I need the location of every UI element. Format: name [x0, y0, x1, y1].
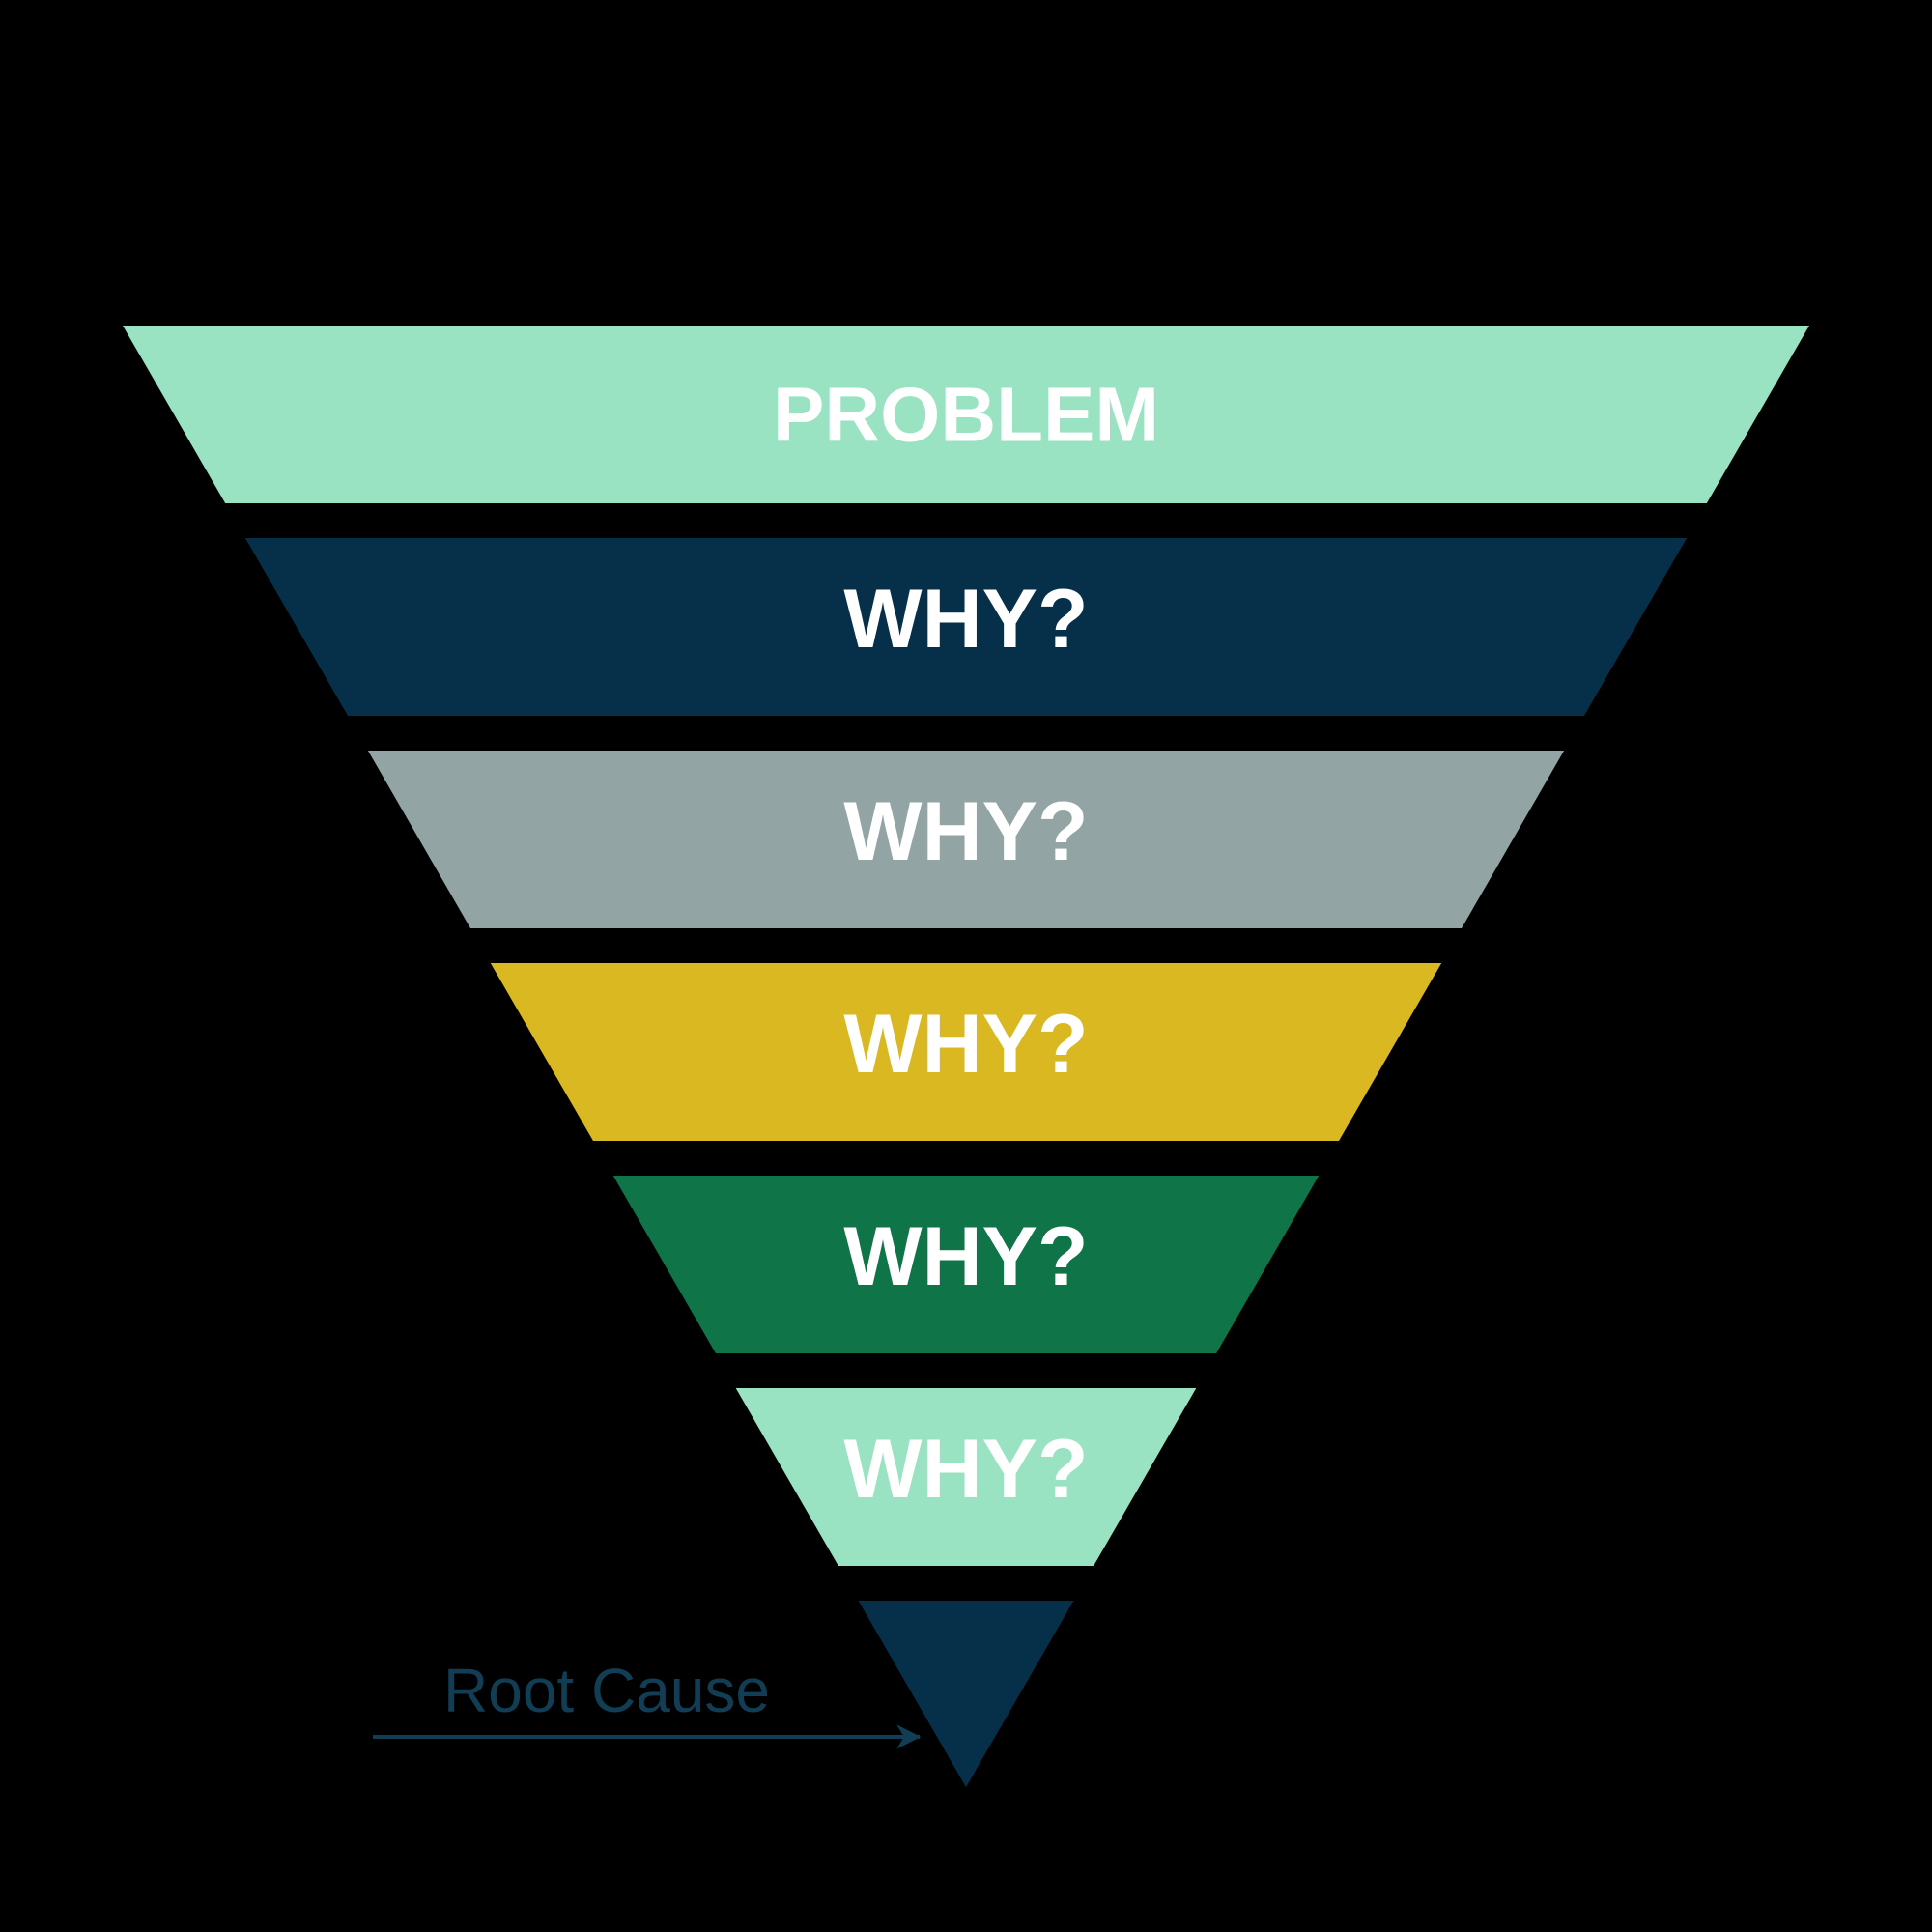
funnel-layer-why-5-label: WHY?	[843, 1423, 1088, 1516]
funnel-layer-why-2	[367, 751, 1565, 928]
funnel-layer-problem	[123, 326, 1809, 503]
funnel-layer-why-4-label: WHY?	[843, 1210, 1088, 1303]
funnel-layer-why-5	[735, 1388, 1197, 1566]
funnel-layer-why-1-label: WHY?	[843, 573, 1088, 666]
funnel-tip-root-cause	[858, 1601, 1074, 1787]
funnel-layer-problem-label: PROBLEM	[773, 372, 1159, 458]
funnel-layers: PROBLEM WHY? WHY? WHY? WHY? WHY?	[123, 326, 1809, 1787]
funnel-layer-why-4	[612, 1176, 1320, 1353]
funnel-layer-why-3	[490, 963, 1442, 1141]
funnel-layer-why-3-label: WHY?	[843, 998, 1088, 1091]
root-cause-annotation: Root Cause	[373, 1656, 922, 1749]
root-cause-label: Root Cause	[443, 1656, 770, 1725]
funnel-layer-why-1	[244, 538, 1688, 716]
funnel-layer-why-2-label: WHY?	[843, 785, 1088, 878]
